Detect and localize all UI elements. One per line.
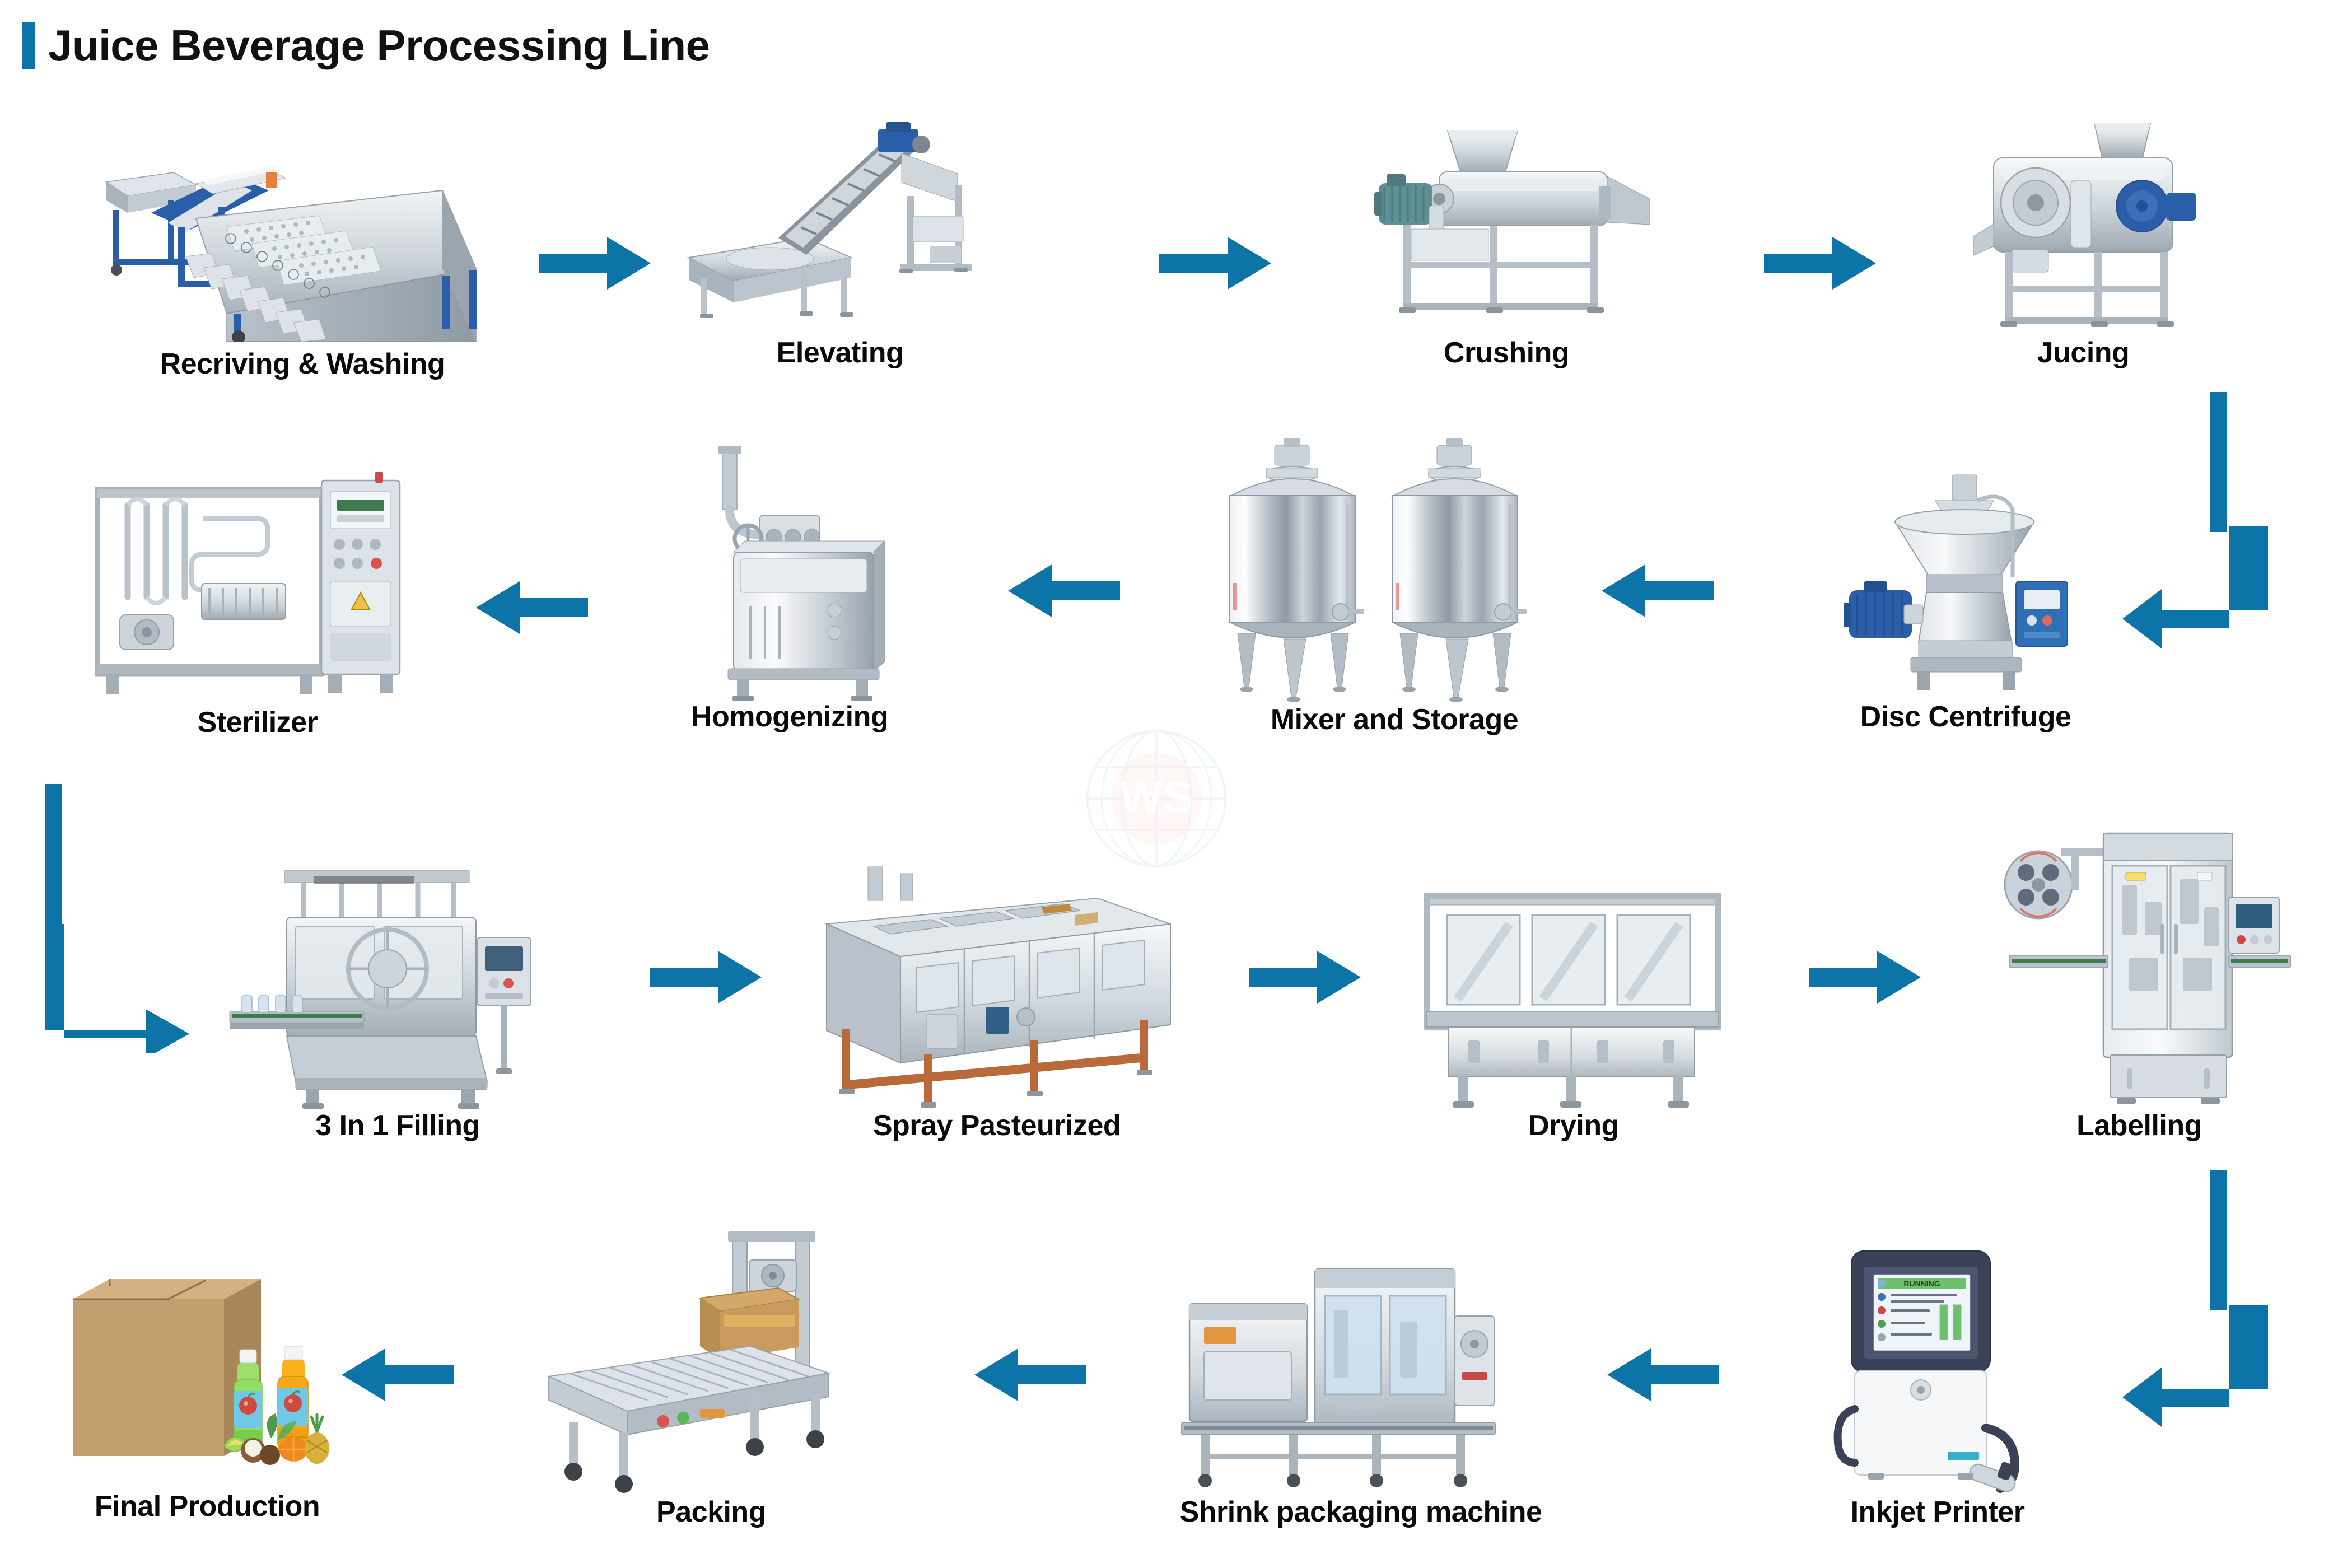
stage-label-inkjet-printer: Inkjet Printer <box>1850 1496 2025 1528</box>
stage-label-crushing: Crushing <box>1443 337 1570 369</box>
arrow-mixer-to-homogenizing <box>1008 560 1120 622</box>
stage-disc-centrifuge[interactable]: Disc Centrifuge <box>1837 470 2094 733</box>
arrow-jucing-to-disc-centrifuge-elbow <box>2122 521 2268 650</box>
stage-drying[interactable]: Drying <box>1400 879 1747 1142</box>
stage-label-packing: Packing <box>656 1496 766 1528</box>
stage-label-drying: Drying <box>1528 1109 1619 1142</box>
crusher-machine-icon <box>1350 120 1663 339</box>
stage-spray-pasteurized[interactable]: Spray Pasteurized <box>806 857 1187 1142</box>
arrow-homogenizing-to-sterilizer <box>476 577 588 638</box>
stage-filling[interactable]: 3 In 1 Filling <box>224 851 571 1142</box>
stage-packing[interactable]: Packing <box>515 1226 907 1528</box>
inkjet-screen-status: RUNNING <box>1903 1279 1940 1288</box>
arrow-elbow-stem-row1 <box>2210 392 2227 532</box>
arrow-pasteurized-to-drying <box>1249 946 1361 1008</box>
stage-label-mixer-storage: Mixer and Storage <box>1270 703 1519 736</box>
svg-text:WS: WS <box>1120 772 1193 823</box>
stage-label-jucing: Jucing <box>2037 337 2130 369</box>
arrow-elbow-stem-row2 <box>45 784 62 930</box>
stage-label-final-production: Final Production <box>94 1490 320 1523</box>
stage-labelling[interactable]: Labelling <box>1982 818 2296 1142</box>
stage-label-sterilizer: Sterilizer <box>197 706 318 739</box>
arrow-filling-to-pasteurized <box>650 946 762 1008</box>
page-title: Juice Beverage Processing Line <box>48 21 710 70</box>
stage-label-spray-pasteurized: Spray Pasteurized <box>872 1109 1121 1142</box>
labelling-machine-icon <box>1982 818 2296 1114</box>
stage-homogenizing[interactable]: Homogenizing <box>650 442 930 733</box>
bottle-dryer-icon <box>1400 879 1747 1114</box>
stage-label-shrink-packaging: Shrink packaging machine <box>1179 1496 1542 1528</box>
arrow-inkjet-to-shrink <box>1607 1344 1719 1406</box>
arrow-centrifuge-to-mixer <box>1602 560 1714 622</box>
homogenizer-icon <box>650 442 930 706</box>
washing-line-machine-icon <box>84 129 521 344</box>
juicer-machine-icon <box>1926 118 2240 339</box>
storage-tanks-icon <box>1221 434 1568 708</box>
page-title-bar: Juice Beverage Processing Line <box>22 20 710 71</box>
inkjet-coder-icon: RUNNING <box>1820 1243 2055 1501</box>
elevator-conveyor-icon <box>666 118 1014 342</box>
stage-label-disc-centrifuge: Disc Centrifuge <box>1860 701 2071 733</box>
shrink-wrapper-icon <box>1170 1238 1551 1501</box>
stage-crushing[interactable]: Crushing <box>1350 120 1663 369</box>
arrow-elbow-stem-row3 <box>2210 1170 2227 1310</box>
arrow-crushing-to-jucing <box>1764 232 1876 294</box>
company-watermark: WS <box>1078 728 1235 868</box>
stage-label-receiving-washing: Recriving & Washing <box>160 348 445 380</box>
stage-jucing[interactable]: Jucing <box>1926 118 2240 369</box>
arrow-drying-to-labelling <box>1809 946 1921 1008</box>
stage-label-elevating: Elevating <box>776 337 904 369</box>
stage-inkjet-printer[interactable]: RUNNING <box>1820 1243 2055 1528</box>
arrow-sterilizer-to-filling-elbow <box>45 918 190 1053</box>
arrow-elevating-to-crushing <box>1159 232 1271 294</box>
arrow-labelling-to-inkjet-elbow <box>2122 1299 2268 1428</box>
disc-centrifuge-icon <box>1837 470 2094 706</box>
arrow-receiving-to-elevating <box>539 232 651 294</box>
stage-label-filling: 3 In 1 Filling <box>315 1109 480 1142</box>
title-accent-bar <box>22 22 35 69</box>
stage-elevating[interactable]: Elevating <box>666 118 1014 369</box>
stage-label-homogenizing: Homogenizing <box>690 701 889 733</box>
stage-final-production[interactable]: Final Production <box>56 1232 358 1523</box>
uht-sterilizer-icon <box>84 465 431 711</box>
stage-sterilizer[interactable]: Sterilizer <box>84 465 431 739</box>
arrow-shrink-to-packing <box>974 1344 1086 1406</box>
stage-shrink-packaging[interactable]: Shrink packaging machine <box>1170 1238 1551 1528</box>
spray-pasteurizer-icon <box>806 857 1187 1114</box>
stage-label-labelling: Labelling <box>2076 1109 2202 1142</box>
stage-receiving-washing[interactable]: Recriving & Washing <box>84 129 521 380</box>
arrow-packing-to-final-production <box>342 1344 454 1406</box>
carton-sealer-icon <box>515 1226 907 1501</box>
carton-with-bottles-icon <box>56 1232 358 1495</box>
filling-machine-icon <box>224 851 571 1114</box>
stage-mixer-storage[interactable]: Mixer and Storage <box>1221 434 1568 736</box>
